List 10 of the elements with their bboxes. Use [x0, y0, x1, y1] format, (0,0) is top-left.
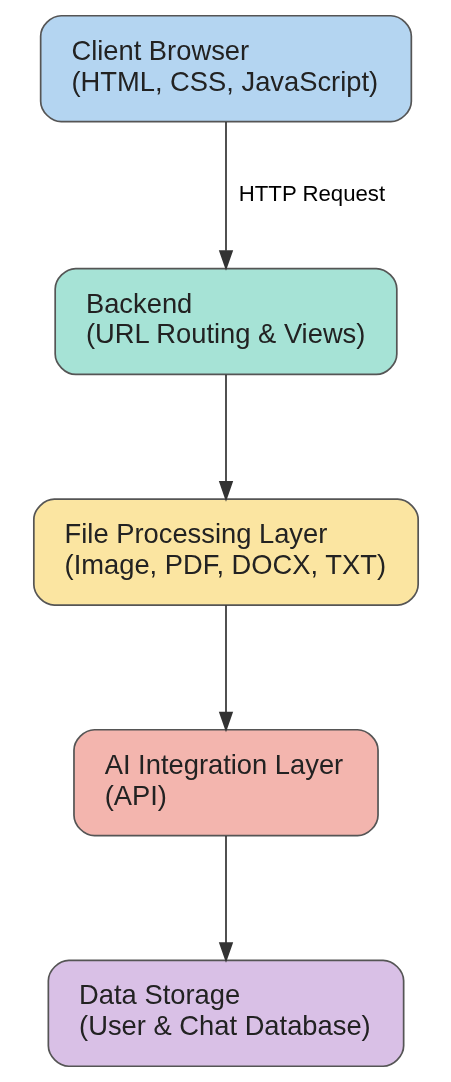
arrow [218, 373, 233, 502]
node-box: Data Storage (User & Chat Database) [47, 959, 404, 1068]
arrow [218, 835, 233, 963]
arrow [218, 121, 233, 271]
node-box: Backend (URL Routing & Views) [53, 267, 398, 376]
node-box: Client Browser (HTML, CSS, JavaScript) [39, 14, 412, 123]
node-box: AI Integration Layer (API) [72, 728, 379, 837]
arrow [218, 604, 233, 733]
node-box: File Processing Layer (Image, PDF, DOCX, TXT) [32, 498, 419, 606]
edge-label: HTTP Request [238, 180, 385, 206]
